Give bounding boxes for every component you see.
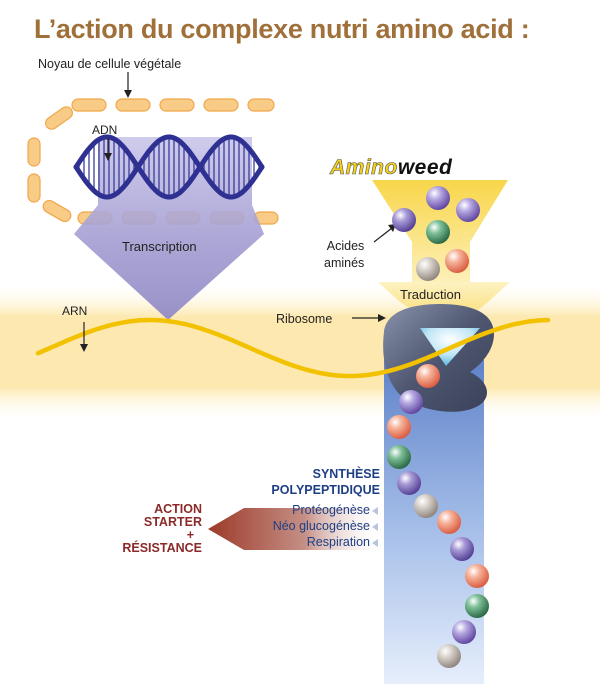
translation-label: Traduction — [400, 287, 461, 302]
action-label-line2: STARTER — [143, 515, 202, 529]
amino-acids-label: Acides aminés — [324, 238, 364, 272]
amino-acid-ball — [416, 364, 440, 388]
amino-acid-ball — [392, 208, 416, 232]
action-label-line1: ACTION — [154, 502, 202, 516]
process-respiration: Respiration — [306, 535, 370, 549]
logo-part-amino: Amino — [330, 156, 398, 180]
amino-acid-ball — [387, 445, 411, 469]
amino-acid-ball — [437, 510, 461, 534]
amino-acid-ball — [456, 198, 480, 222]
pointer-arrows — [80, 72, 396, 352]
rna-label: ARN — [62, 304, 88, 318]
amino-acid-chain — [387, 186, 489, 668]
synthesis-label: SYNTHÈSE POLYPEPTIDIQUE — [250, 466, 380, 498]
amino-acids-label-line1: Acides — [326, 239, 365, 253]
action-label-line3: RÉSISTANCE — [122, 541, 202, 555]
dna-helix — [73, 134, 265, 200]
amino-acids-label-line2: aminés — [324, 256, 365, 270]
action-label: ACTION STARTER + RÉSISTANCE — [110, 503, 202, 555]
dna-label: ADN — [92, 123, 118, 137]
amino-acid-ball — [452, 620, 476, 644]
amino-acid-ball — [397, 471, 421, 495]
amino-acid-ball — [465, 594, 489, 618]
action-label-plus: + — [186, 528, 194, 542]
transcription-label: Transcription — [122, 239, 197, 254]
process-proteogenese: Protéogénèse — [292, 503, 370, 517]
transcription-arrow — [74, 137, 264, 320]
amino-acid-ball — [426, 220, 450, 244]
amino-acid-ball — [450, 537, 474, 561]
amino-acid-ball — [445, 249, 469, 273]
action-arrow — [208, 508, 384, 550]
page-title: L’action du complexe nutri amino acid : — [34, 14, 530, 44]
ribosome-label: Ribosome — [276, 312, 333, 326]
amino-acid-ball — [416, 257, 440, 281]
logo-part-weed: weed — [397, 156, 453, 179]
cytoplasm-band — [0, 282, 600, 422]
amino-acid-ball — [387, 415, 411, 439]
translation-funnel — [378, 282, 510, 310]
amino-acid-ball — [399, 390, 423, 414]
nucleus-label: Noyau de cellule végétale — [38, 57, 182, 71]
synthesis-label-line1: SYNTHÈSE — [312, 467, 380, 481]
synthesis-label-line2: POLYPEPTIDIQUE — [271, 483, 380, 497]
process-neoglucogenese: Néo glucogénèse — [272, 519, 370, 533]
aminoweed-logo: Aminoweed — [330, 156, 452, 180]
amino-acid-ball — [414, 494, 438, 518]
process-arrowheads — [372, 507, 378, 547]
rna-strand — [35, 317, 551, 379]
amino-acid-ball — [465, 564, 489, 588]
amino-acid-ball — [426, 186, 450, 210]
amino-acid-ball — [437, 644, 461, 668]
